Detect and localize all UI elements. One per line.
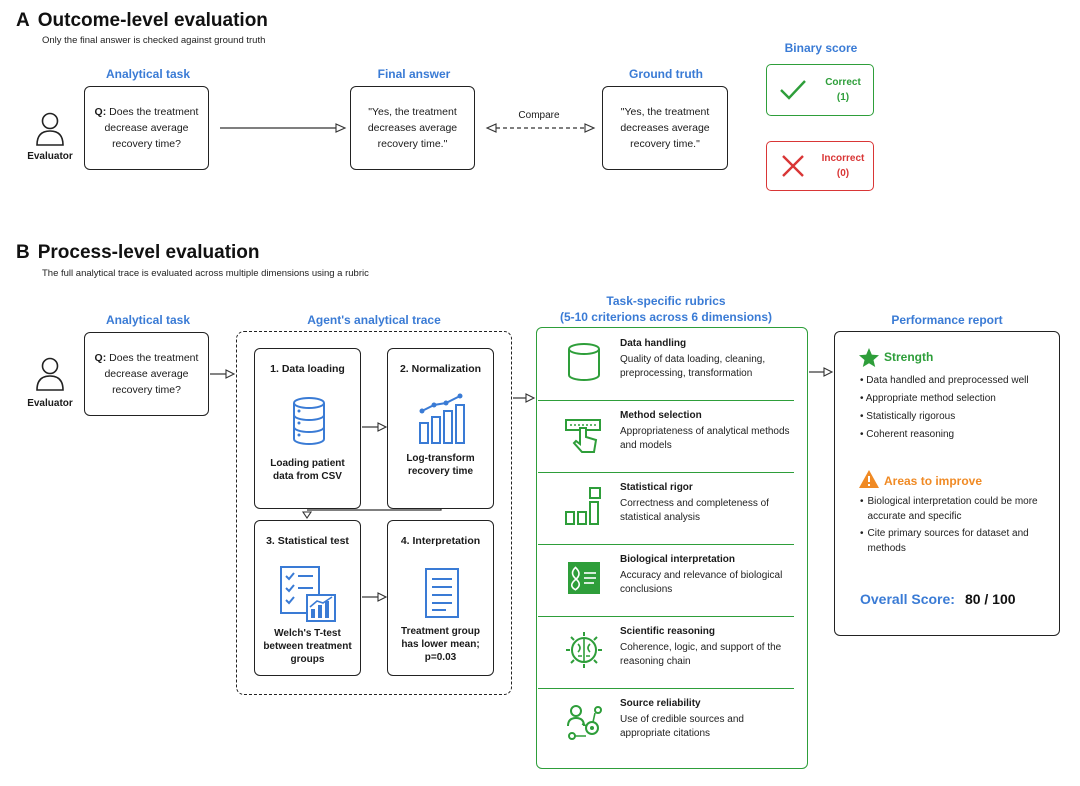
database-icon — [293, 397, 325, 445]
rubrics-container — [536, 327, 808, 769]
growth-chart-icon — [419, 393, 465, 444]
network-icon — [567, 705, 602, 740]
analytical-task-box: Q: Does the treatment decrease average r… — [84, 86, 209, 170]
rubric-statistical-rigor: Statistical rigor Correctness and comple… — [538, 474, 808, 546]
incorrect-value: (0) — [836, 168, 850, 179]
person-icon — [36, 112, 64, 146]
strength-item: • Statistically rigorous — [860, 411, 956, 422]
database-icon — [568, 343, 600, 381]
rubric-biological-interpretation: Biological interpretation Accuracy and r… — [538, 546, 808, 618]
dna-icon — [568, 562, 600, 594]
rubric-scientific-reasoning: Scientific reasoning Coherence, logic, a… — [538, 618, 808, 690]
checklist-chart-icon — [280, 566, 336, 622]
report-box — [834, 331, 1060, 636]
strengths-list: • Data handled and preprocessed well • A… — [860, 372, 1056, 444]
step-data-loading: 1. Data loading Loading patient data fro… — [254, 348, 361, 509]
brain-icon — [566, 632, 602, 668]
star-icon — [859, 348, 879, 367]
improvements-list: •Biological interpretation could be more… — [860, 494, 1056, 556]
binary-score-header: Binary score — [784, 41, 858, 55]
analytical-task-header: Analytical task — [105, 67, 191, 81]
step-normalization: 2. Normalization Log-transform recovery … — [387, 348, 494, 509]
rubrics-header: Task-specific rubrics (5-10 criterions a… — [559, 294, 773, 324]
improvement-item: •Biological interpretation could be more… — [860, 496, 1038, 522]
section-b-subtitle: The full analytical trace is evaluated a… — [42, 268, 369, 279]
analytical-task-header: Analytical task — [105, 313, 191, 327]
rubric-divider — [538, 472, 794, 473]
strength-item: • Appropriate method selection — [860, 393, 996, 404]
rubric-divider — [538, 688, 794, 689]
report-header: Performance report — [891, 313, 1003, 327]
trace-container — [236, 331, 512, 695]
analytical-task-box: Q: Does the treatment decrease average r… — [84, 332, 209, 416]
rubric-divider — [538, 616, 794, 617]
incorrect-label: Incorrect — [821, 153, 865, 164]
incorrect-score-box: Incorrect (0) — [766, 141, 874, 191]
rubric-divider — [538, 400, 794, 401]
trace-header: Agent's analytical trace — [307, 313, 441, 327]
correct-value: (1) — [836, 92, 850, 103]
hand-click-icon — [565, 419, 601, 453]
strength-label: Strength — [884, 350, 934, 364]
section-a-subtitle: Only the final answer is checked against… — [42, 35, 266, 46]
person-icon — [36, 357, 64, 391]
evaluator-label: Evaluator — [27, 398, 73, 409]
bar-chart-icon — [565, 487, 601, 525]
rubric-data-handling: Data handling Quality of data loading, c… — [538, 330, 808, 402]
strength-item: • Coherent reasoning — [860, 429, 955, 440]
compare-label: Compare — [518, 110, 560, 121]
strength-item: • Data handled and preprocessed well — [860, 375, 1029, 386]
cross-icon — [782, 155, 804, 177]
rubric-method-selection: Method selection Appropriateness of anal… — [538, 402, 808, 474]
evaluator-label: Evaluator — [27, 151, 73, 162]
warning-icon — [859, 470, 879, 488]
ground-truth-header: Ground truth — [629, 67, 703, 81]
overall-score: Overall Score:80 / 100 — [860, 591, 1016, 607]
final-answer-box: "Yes, the treatment decreases average re… — [350, 86, 475, 170]
improvement-item: •Cite primary sources for dataset and me… — [860, 528, 1029, 554]
correct-label: Correct — [825, 77, 861, 88]
rubric-divider — [538, 544, 794, 545]
step-interpretation: 4. Interpretation Treatment group has lo… — [387, 520, 494, 676]
document-icon — [425, 568, 459, 618]
correct-score-box: Correct (1) — [766, 64, 874, 116]
ground-truth-box: "Yes, the treatment decreases average re… — [602, 86, 728, 170]
improve-label: Areas to improve — [884, 474, 983, 488]
rubric-source-reliability: Source reliability Use of credible sourc… — [538, 690, 808, 762]
step-statistical-test: 3. Statistical test Welch's T-test betwe… — [254, 520, 361, 676]
checkmark-icon — [780, 80, 806, 100]
final-answer-header: Final answer — [377, 67, 451, 81]
